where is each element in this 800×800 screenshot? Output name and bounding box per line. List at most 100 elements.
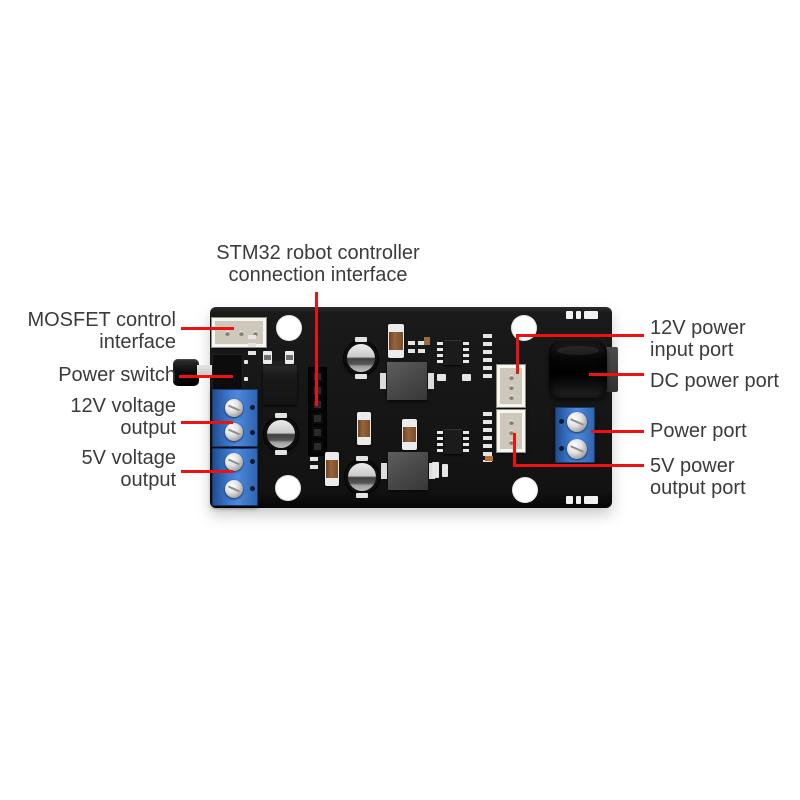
label-line: interface	[99, 331, 176, 353]
label-5v-output-port: 5V power output port	[650, 455, 795, 499]
12v-output-terminal	[212, 389, 258, 447]
5v-output-connector	[497, 410, 525, 452]
mosfet-control-connector	[212, 318, 266, 347]
connector-pin	[509, 395, 514, 400]
smd-resistor	[485, 456, 493, 461]
connector-pin	[509, 440, 514, 445]
leader-line-power-switch	[179, 375, 233, 378]
electrolytic-capacitor	[344, 341, 378, 375]
leader-line-5v-port-h	[513, 464, 644, 467]
label-12v-input: 12V power input port	[650, 317, 795, 361]
smd-resistor	[424, 337, 430, 345]
connector-pin	[225, 331, 230, 336]
terminal-dot	[250, 405, 255, 410]
dc-barrel-jack	[549, 341, 607, 398]
connector-pin	[253, 331, 258, 336]
connector-pin	[509, 430, 514, 435]
soic-ic	[437, 340, 469, 365]
connector-pin	[239, 331, 244, 336]
mounting-hole-bottom-right	[512, 477, 538, 503]
terminal-screw	[567, 439, 587, 459]
power-switch-body	[212, 354, 243, 390]
label-line: output	[120, 417, 176, 439]
label-line: MOSFET control	[27, 309, 176, 331]
label-power-port: Power port	[650, 420, 795, 442]
label-line: connection interface	[228, 264, 408, 286]
power-switch-shaft	[197, 365, 214, 378]
terminal-screw	[225, 423, 243, 441]
mounting-hole-top-left	[276, 315, 302, 341]
silkscreen-marks-bottom	[566, 496, 598, 504]
smd-pad	[244, 360, 248, 364]
terminal-dot	[250, 486, 255, 491]
mounting-hole-top-right	[511, 315, 537, 341]
pcb-board	[173, 307, 618, 508]
smd-pad	[432, 462, 439, 478]
smd-capacitor	[263, 351, 272, 364]
terminal-dot	[559, 446, 564, 451]
label-stm32-interface: STM32 robot controller connection interf…	[193, 242, 443, 286]
label-12v-output: 12V voltage output	[0, 395, 176, 439]
label-line: Power switch	[58, 364, 176, 386]
connector-pin	[509, 420, 514, 425]
power-terminal-block	[555, 407, 595, 463]
label-5v-output: 5V voltage output	[0, 447, 176, 491]
label-mosfet-interface: MOSFET control interface	[0, 309, 176, 353]
label-line: DC power port	[650, 370, 779, 392]
connector-pin	[509, 375, 514, 380]
terminal-screw	[225, 399, 243, 417]
silkscreen-marks-top	[566, 311, 598, 319]
terminal-dot	[250, 430, 255, 435]
inductor	[402, 419, 417, 450]
12v-input-connector	[497, 365, 525, 407]
smd-group	[408, 341, 415, 355]
smd-pad	[244, 377, 248, 381]
smd-group	[248, 335, 256, 357]
5v-output-terminal	[212, 448, 258, 506]
power-switch-knob	[173, 359, 199, 386]
inductor	[388, 324, 404, 358]
leader-line-stm32	[315, 292, 318, 406]
leader-line-5v-port-v	[513, 433, 516, 466]
leader-line-12v-output	[181, 421, 233, 424]
label-line: 5V voltage	[81, 447, 176, 469]
terminal-dot	[559, 419, 564, 424]
label-line: 5V power	[650, 455, 735, 477]
smd-group	[310, 457, 318, 471]
leader-line-12v-input-v	[516, 334, 519, 374]
label-line: 12V power	[650, 317, 746, 339]
leader-line-mosfet	[181, 327, 234, 330]
smd-pad	[462, 374, 471, 381]
terminal-screw	[567, 412, 587, 432]
smd-group	[483, 412, 492, 462]
terminal-screw	[225, 480, 243, 498]
connector-pin	[509, 385, 514, 390]
smd-pad	[442, 464, 448, 477]
terminal-screw	[225, 453, 243, 471]
inductor	[325, 452, 339, 486]
smd-capacitor	[285, 351, 294, 364]
inductor	[357, 412, 371, 445]
smd-group	[483, 334, 492, 379]
power-ic	[381, 452, 435, 490]
leader-line-power-port	[591, 430, 644, 433]
label-line: STM32 robot controller	[216, 242, 420, 264]
soic-ic	[437, 429, 469, 454]
power-ic	[380, 362, 434, 400]
electrolytic-capacitor	[264, 417, 298, 451]
leader-line-12v-input-h	[516, 334, 644, 337]
label-line: output	[120, 469, 176, 491]
label-line: input port	[650, 339, 734, 361]
label-power-switch: Power switch	[0, 364, 176, 386]
smd-group	[418, 341, 425, 355]
smd-pad	[437, 374, 446, 381]
mounting-hole-bottom-left	[275, 475, 301, 501]
label-line: Power port	[650, 420, 747, 442]
terminal-dot	[250, 459, 255, 464]
label-line: 12V voltage	[70, 395, 176, 417]
leader-line-dc-port	[589, 373, 644, 376]
regulator-ic	[263, 361, 297, 405]
leader-line-5v-output	[181, 470, 233, 473]
electrolytic-capacitor	[345, 460, 379, 494]
